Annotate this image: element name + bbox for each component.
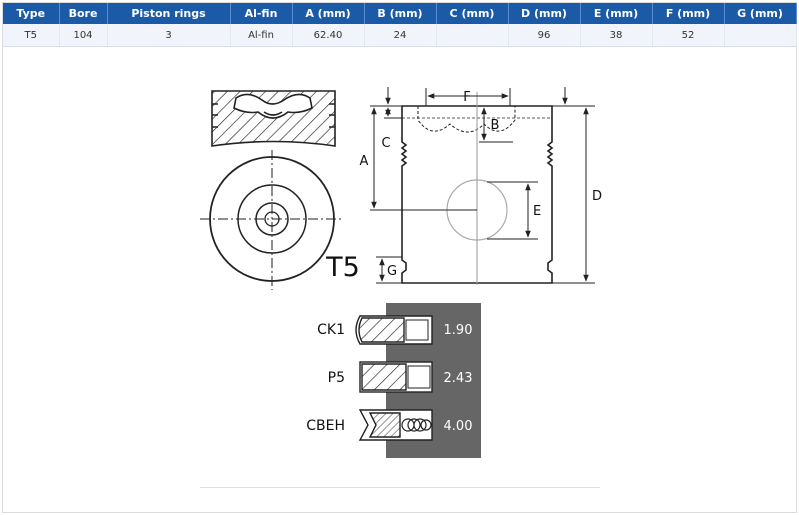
dim-label-c: C <box>381 136 390 151</box>
header-c: C (mm) <box>436 3 509 24</box>
cell-c <box>436 24 509 47</box>
dim-label-a: A <box>360 154 369 169</box>
ring-ck1-profile <box>355 315 433 345</box>
header-g: G (mm) <box>724 3 797 24</box>
dim-label-g: G <box>387 264 397 279</box>
ring-cbeh-profile <box>358 409 433 441</box>
table-row: T5 104 3 Al-fin 62.40 24 96 38 52 <box>3 24 797 47</box>
dim-label-d: D <box>592 189 602 204</box>
header-piston-rings: Piston rings <box>107 3 231 24</box>
header-d: D (mm) <box>508 3 581 24</box>
divider <box>200 487 600 488</box>
piston-side-view <box>370 87 595 285</box>
cell-e: 38 <box>580 24 653 47</box>
cell-f: 52 <box>652 24 725 47</box>
header-type: Type <box>3 3 60 24</box>
dim-label-e: E <box>533 204 541 219</box>
ring-value-cbeh: 4.00 <box>444 419 473 434</box>
cell-piston-rings: 3 <box>107 24 231 47</box>
dim-label-f: F <box>463 90 470 105</box>
ring-p5-profile <box>359 361 433 393</box>
cell-type: T5 <box>3 24 60 47</box>
header-a: A (mm) <box>292 3 365 24</box>
cell-d: 96 <box>508 24 581 47</box>
model-label: T5 <box>325 252 360 283</box>
ring-value-ck1: 1.90 <box>444 323 473 338</box>
spec-table: Type Bore Piston rings Al-fin A (mm) B (… <box>3 3 797 47</box>
cell-a: 62.40 <box>292 24 365 47</box>
ring-name-ck1: CK1 <box>317 322 345 338</box>
cell-g <box>724 24 797 47</box>
header-b: B (mm) <box>364 3 437 24</box>
ring-value-p5: 2.43 <box>444 371 473 386</box>
cell-al-fin: Al-fin <box>230 24 293 47</box>
header-f: F (mm) <box>652 3 725 24</box>
header-bore: Bore <box>59 3 108 24</box>
cell-b: 24 <box>364 24 437 47</box>
table-header-row: Type Bore Piston rings Al-fin A (mm) B (… <box>3 3 797 24</box>
ring-name-cbeh: CBEH <box>306 418 345 434</box>
cell-bore: 104 <box>59 24 108 47</box>
header-e: E (mm) <box>580 3 653 24</box>
ring-name-p5: P5 <box>328 370 345 386</box>
piston-section-view <box>211 90 336 147</box>
header-al-fin: Al-fin <box>230 3 293 24</box>
piston-top-view <box>200 150 344 290</box>
dim-label-b: B <box>491 118 500 133</box>
